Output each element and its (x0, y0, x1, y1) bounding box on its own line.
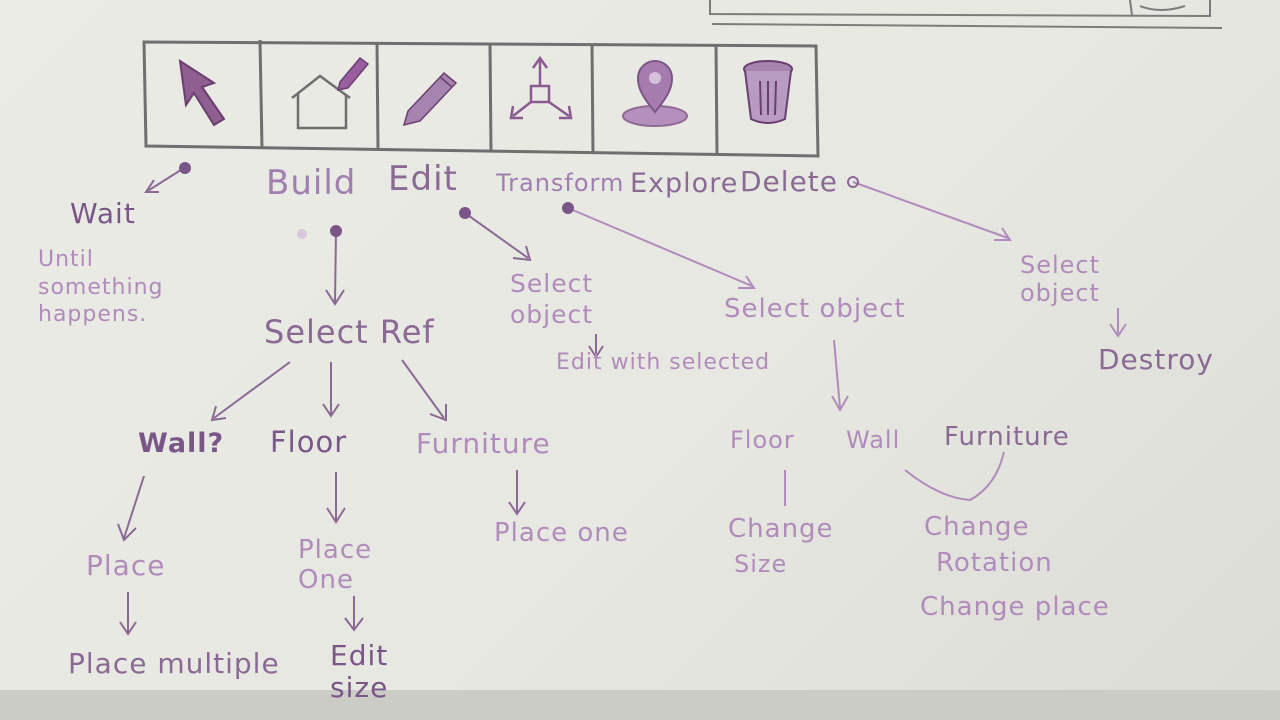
floor-result-size: Size (734, 550, 788, 578)
label-explore: Explore (630, 168, 739, 199)
corner-sketch (709, 0, 1223, 29)
furniture-result-change: Change (924, 512, 1030, 542)
tool-select-cursor[interactable] (146, 42, 260, 144)
furniture-result-rotation: Rotation (936, 548, 1053, 578)
connector-dots (179, 162, 574, 237)
furniture-step-place-one: Place one (494, 518, 629, 548)
wall-step-place: Place (86, 549, 166, 582)
build-select-ref: Select Ref (264, 313, 435, 351)
delete-destroy: Destroy (1098, 343, 1214, 376)
wait-note: Until something happens. (38, 247, 164, 327)
transform-target-wall: Wall (846, 426, 901, 454)
wall-step-place-multiple: Place multiple (68, 647, 280, 680)
floor-step-place-one: Place One (298, 535, 373, 595)
map-pin-icon (622, 60, 688, 127)
trash-can-icon (743, 60, 793, 124)
label-delete: Delete (740, 165, 838, 198)
edit-select-object: Select object (510, 269, 594, 330)
wait-text: Wait (70, 197, 136, 230)
house-pencil-icon (290, 56, 369, 130)
paper-edge (0, 690, 1280, 720)
tool-transform[interactable] (491, 42, 592, 144)
build-branch-wall: Wall? (138, 428, 225, 459)
edit-note: Edit with selected (556, 350, 771, 375)
floor-step-edit-size: Edit size (330, 639, 389, 705)
cursor-arrow-icon (178, 58, 226, 127)
transform-target-floor: Floor (730, 426, 795, 454)
furniture-result-change-place: Change place (920, 592, 1110, 622)
label-transform: Transform (496, 169, 625, 197)
pencil-icon (402, 71, 458, 127)
toolbar-frame (142, 39, 820, 158)
label-build: Build (266, 163, 357, 203)
tool-build[interactable] (262, 42, 377, 144)
tool-delete[interactable] (718, 42, 818, 144)
transform-axes-icon (509, 55, 572, 120)
tool-explore[interactable] (593, 42, 717, 144)
transform-select-object: Select object (724, 294, 906, 324)
label-edit: Edit (388, 159, 458, 199)
transform-target-furniture: Furniture (944, 422, 1070, 452)
delete-select-object: Select object (1020, 251, 1101, 307)
build-branch-floor: Floor (270, 425, 348, 459)
build-branch-furniture: Furniture (416, 427, 551, 460)
tool-edit[interactable] (378, 42, 490, 144)
floor-result-change: Change (728, 514, 834, 544)
